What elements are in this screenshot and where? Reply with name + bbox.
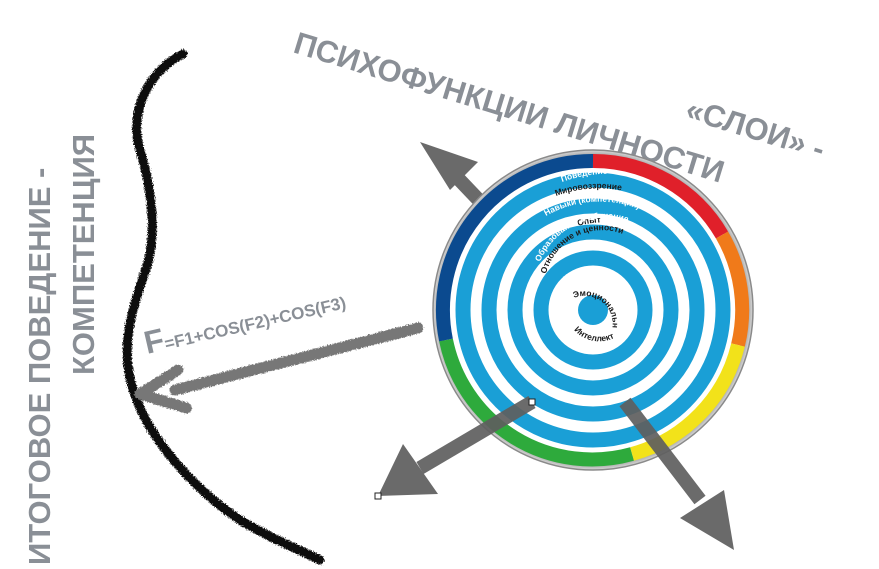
ring-darkblue-segment <box>435 153 594 342</box>
blue-ring-3 <box>507 224 679 396</box>
blue-ring-2 <box>481 198 705 422</box>
ring-red-segment <box>592 153 729 239</box>
side-title-line2: КОМПЕТЕНЦИЯ <box>66 134 101 375</box>
result-arrow-shaft <box>169 322 424 396</box>
behavior-wavy-line <box>122 49 325 565</box>
arrow-down-left-head <box>378 444 438 496</box>
headline-line1: ПСИХОФУНКЦИИ ЛИЧНОСТИ <box>290 25 728 189</box>
ring-yellow-segment <box>630 343 745 461</box>
arrow-down-left <box>374 395 536 500</box>
blue-ring-4 <box>533 250 653 370</box>
arrow-down-right-shaft <box>619 397 706 505</box>
layer-label-3: Опыт <box>576 214 601 227</box>
result-arrow <box>134 322 424 414</box>
ring-green-segment <box>439 338 634 467</box>
outer-color-ring <box>435 153 750 467</box>
arrow-down-right-head <box>680 490 734 550</box>
arrow-down-left-shaft <box>416 395 536 475</box>
side-title-2: КОМПЕТЕНЦИЯ <box>66 134 101 375</box>
arrow-up-left-head <box>420 142 478 190</box>
side-title-line1: ИТОГОВОЕ ПОВЕДЕНИЕ - <box>22 168 57 565</box>
blue-ring-1 <box>455 172 731 448</box>
arrow-down-right <box>619 397 734 550</box>
target-bullseye <box>578 295 608 325</box>
side-title: ИТОГОВОЕ ПОВЕДЕНИЕ - <box>22 168 57 565</box>
ring-orange-segment <box>715 231 750 347</box>
selection-handle-start[interactable] <box>528 398 536 406</box>
blue-rings <box>455 172 731 448</box>
result-arrow-head <box>134 364 192 414</box>
selection-handle-end[interactable] <box>374 492 382 500</box>
headline: ПСИХОФУНКЦИИ ЛИЧНОСТИ <box>290 25 728 189</box>
formula-rest: =F1+COS(F2)+COS(F3) <box>163 293 348 353</box>
